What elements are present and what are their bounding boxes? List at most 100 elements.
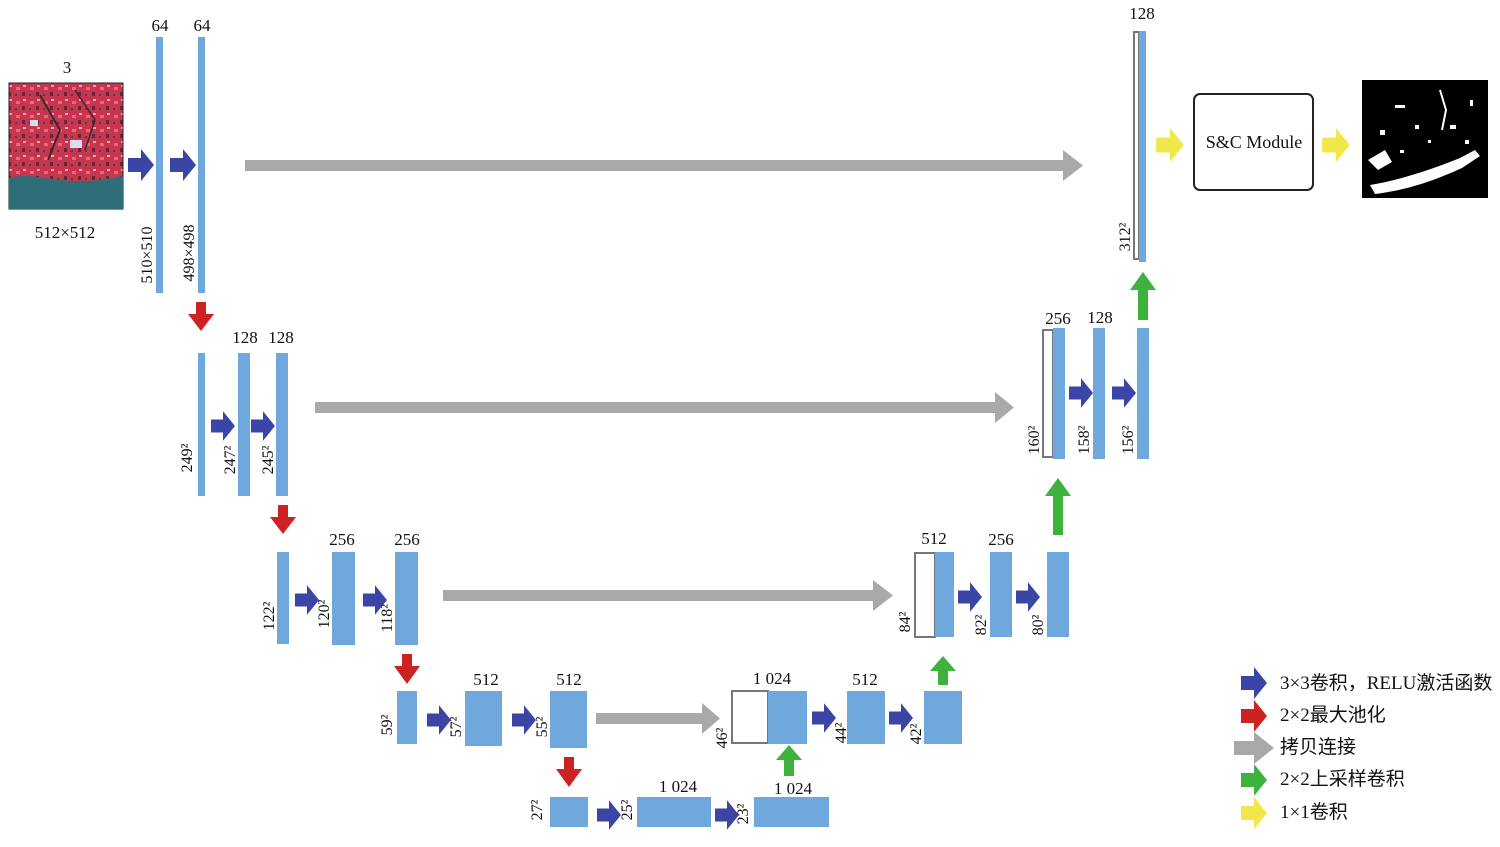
size-label: 44²	[833, 722, 850, 743]
size-label: 55²	[534, 716, 551, 737]
feature-map	[935, 552, 954, 637]
pool-arrow	[270, 505, 296, 534]
channel-label: 256	[988, 530, 1014, 549]
copied-feature-map	[914, 552, 936, 638]
feature-map	[156, 37, 163, 293]
feature-map	[550, 691, 587, 748]
size-label: 118²	[379, 604, 396, 632]
conv-arrow	[211, 411, 235, 441]
channel-label: 512	[921, 529, 947, 548]
feature-map	[754, 797, 829, 827]
feature-map	[1047, 552, 1069, 637]
level-2-decoder: 256 128 160² 158² 156²	[1026, 308, 1149, 459]
level-4-encoder: 512 512 59² 57² 55²	[379, 670, 587, 748]
channel-label: 64	[152, 16, 170, 35]
size-label: 80²	[1030, 614, 1047, 635]
feature-map	[1093, 328, 1105, 459]
pool-arrow	[188, 302, 214, 331]
level-5-bottleneck: 1 024 1 024 27² 25² 23²	[529, 777, 829, 830]
size-label: 42²	[908, 723, 925, 744]
legend-label: 2×2最大池化	[1280, 704, 1386, 726]
green-arrow-icon	[1241, 764, 1267, 796]
channel-label: 128	[1129, 4, 1155, 23]
channel-label: 64	[194, 16, 212, 35]
feature-map	[465, 691, 502, 746]
size-label: 23²	[735, 803, 752, 824]
feature-map	[397, 691, 417, 744]
feature-map	[768, 691, 807, 744]
channel-label: 512	[852, 670, 878, 689]
copied-feature-map	[1042, 329, 1054, 458]
feature-map	[550, 797, 588, 827]
level-3-decoder: 512 256 84² 82² 80²	[897, 529, 1069, 638]
size-label: 498×498	[181, 224, 198, 281]
conv-arrow	[128, 149, 154, 181]
upconv-arrow	[930, 656, 956, 685]
final-conv-arrow	[1322, 128, 1350, 162]
conv-arrow	[1112, 378, 1136, 408]
upconv-arrow	[776, 745, 802, 776]
conv-arrow	[512, 705, 536, 735]
sc-module-label: S&C Module	[1206, 132, 1303, 152]
feature-map	[1053, 328, 1065, 459]
copy-arrow	[596, 703, 720, 734]
feature-map	[395, 552, 418, 645]
level-1-decoder: 128 312²	[1117, 4, 1155, 262]
legend-label: 2×2上采样卷积	[1280, 768, 1405, 790]
channel-label: 512	[556, 670, 582, 689]
feature-map	[924, 691, 962, 744]
size-label: 158²	[1076, 425, 1093, 454]
level-1-encoder: 64 64 510×510 498×498	[128, 16, 211, 293]
conv-arrow	[251, 411, 275, 441]
size-label: 249²	[179, 443, 196, 472]
yellow-arrow-icon	[1241, 797, 1267, 829]
channel-label: 1 024	[753, 669, 792, 688]
copy-arrow	[315, 392, 1014, 423]
size-label: 46²	[714, 727, 731, 748]
gray-arrow-icon	[1234, 732, 1274, 764]
size-label: 25²	[619, 799, 636, 820]
size-label: 120²	[316, 599, 333, 628]
final-conv-arrow	[1156, 128, 1184, 162]
conv-arrow	[597, 800, 621, 830]
size-label: 82²	[973, 614, 990, 635]
channel-label: 512	[473, 670, 499, 689]
legend-item: 1×1卷积	[1241, 797, 1348, 829]
feature-map	[198, 37, 205, 293]
pool-arrow	[556, 757, 582, 787]
legend-item: 2×2最大池化	[1241, 700, 1386, 732]
channel-label: 128	[268, 328, 294, 347]
upconv-arrow	[1045, 478, 1071, 535]
output-segmentation-image	[1362, 80, 1488, 198]
legend-item: 2×2上采样卷积	[1241, 764, 1405, 796]
channel-label: 256	[1045, 309, 1071, 328]
legend-item: 拷贝连接	[1234, 732, 1356, 764]
channel-label: 128	[232, 328, 258, 347]
feature-map	[238, 353, 250, 496]
size-label: 160²	[1026, 425, 1043, 454]
conv-arrow	[1069, 378, 1093, 408]
legend-label: 3×3卷积，RELU激活函数	[1280, 672, 1492, 694]
size-label: 510×510	[139, 226, 156, 283]
upconv-arrow	[1130, 272, 1156, 320]
feature-map	[276, 353, 288, 496]
conv-arrow	[1016, 582, 1040, 612]
size-label: 27²	[529, 799, 546, 820]
feature-map	[198, 353, 205, 496]
channel-label: 128	[1087, 308, 1113, 327]
feature-map	[332, 552, 355, 645]
feature-map	[990, 552, 1012, 637]
size-label: 122²	[261, 601, 278, 630]
size-label: 245²	[260, 445, 277, 474]
blue-arrow-icon	[1241, 667, 1267, 699]
copy-arrow	[443, 580, 893, 611]
level-4-decoder: 1 024 512 46² 44² 42²	[714, 669, 962, 748]
legend-label: 1×1卷积	[1280, 801, 1348, 823]
red-arrow-icon	[1241, 700, 1267, 732]
level-3-encoder: 256 256 122² 120² 118²	[261, 530, 420, 645]
input-image	[8, 82, 124, 210]
feature-map	[637, 797, 711, 827]
feature-map	[1139, 31, 1146, 262]
size-label: 156²	[1120, 425, 1137, 454]
